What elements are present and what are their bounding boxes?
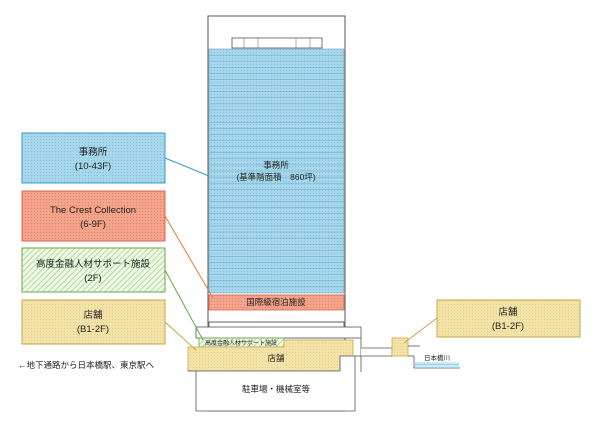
legend-shop-right-name: 店舗 — [498, 306, 518, 318]
podium — [187, 326, 460, 412]
legend-office: 事務所 (10-43F) — [21, 132, 166, 184]
legend-office-floors: (10-43F) — [75, 161, 111, 172]
legend-finance-floors: (2F) — [84, 273, 101, 284]
parking-label: 駐車場・機械室等 — [242, 384, 311, 394]
podium-upper — [195, 326, 362, 339]
legend-finance-name: 高度金融人材サポート施設 — [36, 258, 151, 270]
office-label: 事務所 — [263, 160, 289, 170]
legend-shop-right-floors: (B1-2F) — [492, 321, 524, 332]
legend-hotel: The Crest Collection (6-9F) — [21, 190, 166, 242]
legend-finance: 高度金融人材サポート施設 (2F) — [21, 247, 166, 293]
shop-band-label: 店舗 — [267, 353, 285, 363]
leader-shop-right — [403, 317, 438, 344]
hotel-floors — [208, 294, 345, 311]
river-water — [415, 362, 459, 368]
station-access-note: ←地下通路から日本橋駅、東京駅へ — [18, 360, 155, 370]
leader-hotel — [164, 215, 214, 299]
legend-hotel-name: The Crest Collection — [50, 205, 136, 216]
office-floor-lines — [209, 54, 344, 288]
legend-shop-right: 店舗 (B1-2F) — [436, 299, 581, 338]
hotel-band-label: 国際級宿泊施設 — [246, 297, 306, 307]
leader-shop-left — [164, 321, 197, 351]
river-label: 日本橋川 — [424, 353, 450, 362]
walkway — [361, 347, 393, 357]
legend-hotel-floors: (6-9F) — [80, 219, 106, 230]
legend-shop-left: 店舗 (B1-2F) — [21, 299, 166, 345]
office-sub-label: (基準階面積 860坪) — [236, 172, 316, 182]
leader-office — [164, 157, 210, 177]
finance-band-label: 高度金融人材サポート施設 — [205, 339, 277, 347]
legend-shop-left-name: 店舗 — [83, 309, 103, 321]
rooftop-equipment — [231, 37, 323, 49]
leader-finance — [164, 269, 204, 341]
legend-office-name: 事務所 — [79, 146, 108, 158]
legend-shop-left-floors: (B1-2F) — [77, 324, 109, 335]
right-shop — [391, 337, 409, 357]
